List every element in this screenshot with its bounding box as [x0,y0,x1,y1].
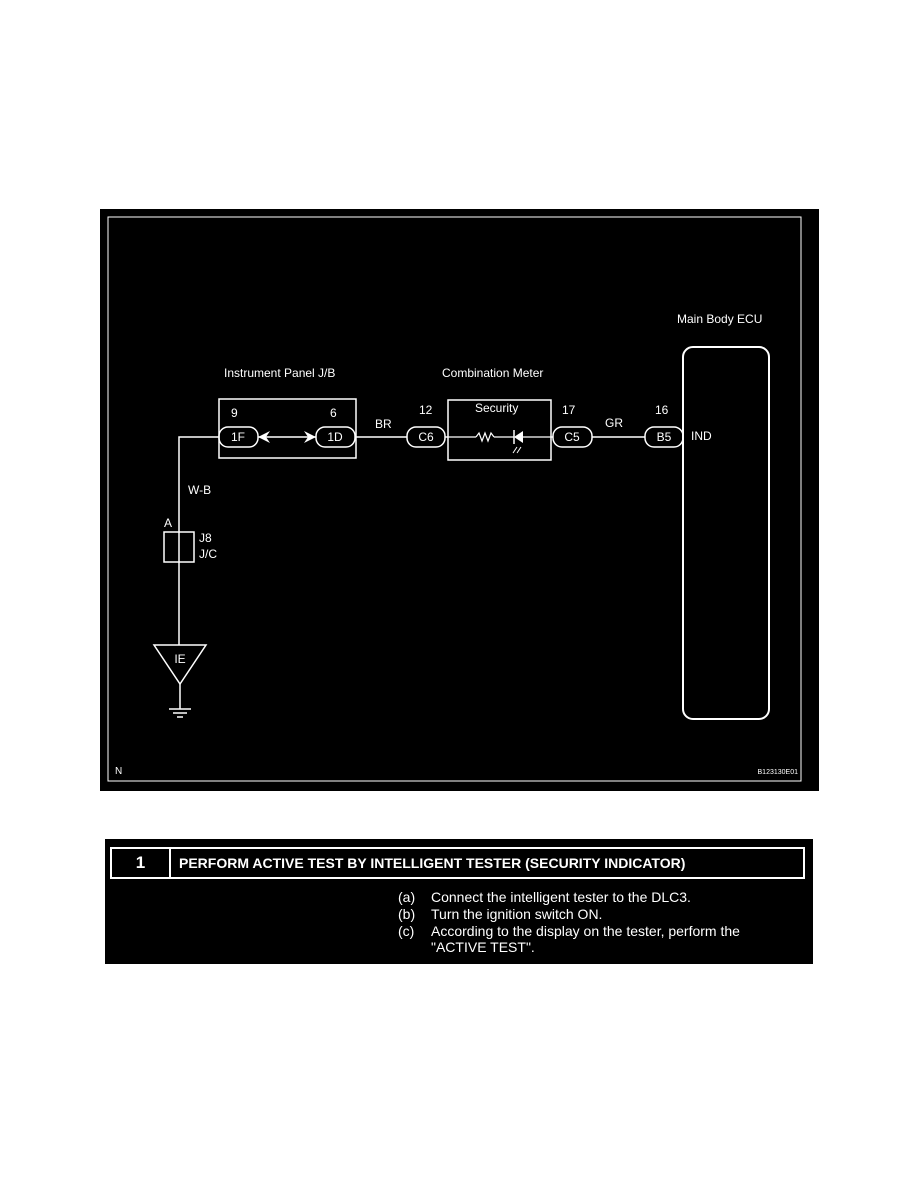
ecu-b5-label: B5 [657,430,672,444]
wb-wire-label: W-B [188,483,211,497]
substep-b-marker: (b) [398,906,416,922]
diagram-corner-letter: N [115,766,122,777]
br-wire-label: BR [375,417,392,431]
ecu-b5-pin: 16 [655,403,669,417]
substep-c-text-line-2: "ACTIVE TEST". [431,939,535,955]
wiring-diagram-svg: Instrument Panel J/B Combination Meter M… [107,216,802,782]
resistor-symbol [475,431,495,443]
jc-terminal-label: A [164,516,172,530]
instrument-panel-jb-label: Instrument Panel J/B [224,366,335,380]
led-light-ray-2 [516,446,522,454]
jb-1d-pin: 6 [330,406,337,420]
jc-id-label: J8 [199,531,212,545]
substep-c-text-line-1: According to the display on the tester, … [431,923,740,939]
jb-1f-label: 1F [231,430,245,444]
meter-c5-label: C5 [564,430,580,444]
step-number: 1 [112,849,171,877]
substep-b-text: Turn the ignition switch ON. [431,906,603,922]
combination-meter-box [447,399,552,461]
substep-a-marker: (a) [398,889,416,905]
ecu-ind-terminal-label: IND [691,429,712,443]
jb-1d-label: 1D [327,430,343,444]
led-symbol [514,431,523,443]
jb-1d-connector [315,426,356,448]
security-led-label: Security [475,401,518,415]
ground-point-label: IE [174,652,185,666]
jb-link-arrow-left [258,431,270,443]
wiring-diagram: Instrument Panel J/B Combination Meter M… [100,209,819,791]
jb-link-arrow-right [304,431,316,443]
meter-c5-pin: 17 [562,403,576,417]
led-light-ray-1 [512,446,518,454]
figure-code: B123130E01 [758,769,799,776]
step-title: PERFORM ACTIVE TEST BY INTELLIGENT TESTE… [179,855,686,871]
wb-wire-upper [178,436,219,532]
step-header: 1 PERFORM ACTIVE TEST BY INTELLIGENT TES… [110,847,805,879]
main-body-ecu-label: Main Body ECU [677,312,762,326]
instrument-panel-jb-box [218,398,357,459]
step-panel: 1 PERFORM ACTIVE TEST BY INTELLIGENT TES… [105,839,813,964]
main-body-ecu-box [682,346,770,720]
combination-meter-label: Combination Meter [442,366,543,380]
meter-c6-pin: 12 [419,403,433,417]
jc-type-label: J/C [199,547,217,561]
diagram-frame [107,216,802,782]
jb-1f-pin: 9 [231,406,238,420]
substep-c-marker: (c) [398,923,415,939]
meter-c6-label: C6 [418,430,434,444]
substep-a-text: Connect the intelligent tester to the DL… [431,889,691,905]
ground-point-triangle [152,644,208,686]
gr-wire-label: GR [605,416,623,430]
